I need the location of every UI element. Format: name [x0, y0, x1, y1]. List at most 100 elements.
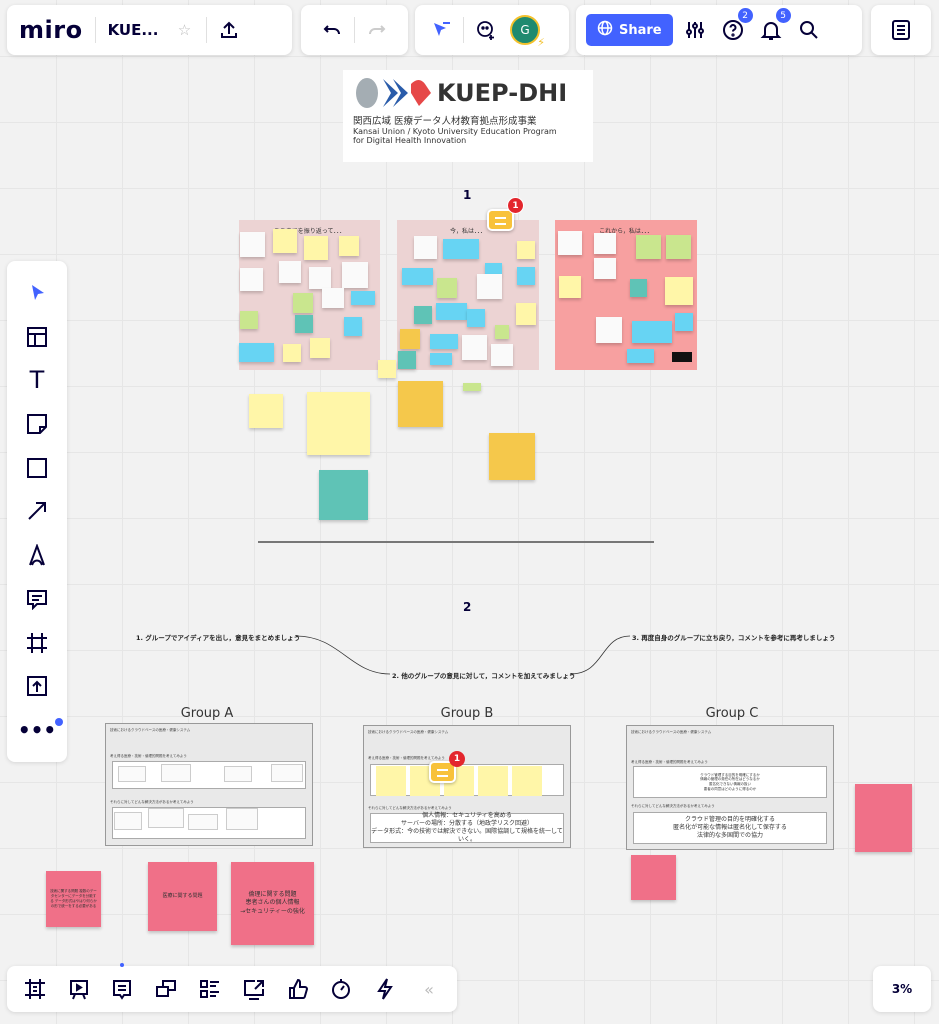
frame-title: これから，私は．．．: [599, 228, 653, 235]
sticky-text: 倫理に関する問題 患者さんの個人情報 →セキュリティーの強化: [240, 890, 305, 915]
pen-icon[interactable]: [21, 539, 53, 571]
notes-panel-button[interactable]: [871, 5, 931, 55]
screen-share-icon[interactable]: [238, 973, 270, 1005]
frame-icon[interactable]: [21, 627, 53, 659]
question-2: それらに対してどんな解決方法があるか考えてみよう: [631, 804, 715, 808]
comment-icon[interactable]: [21, 583, 53, 615]
board-outline-icon[interactable]: [194, 973, 226, 1005]
comments-list-icon[interactable]: [107, 963, 139, 1005]
question-2: それらに対してどんな解決方法があるか考えてみよう: [110, 800, 194, 804]
arrow-connector-icon[interactable]: [21, 495, 53, 527]
comment-count-badge: 1: [449, 751, 465, 767]
question-1: 考え得る医療・技術・倫理的問題を考えてみよう: [631, 760, 708, 764]
comment-bubble[interactable]: 1: [487, 197, 524, 231]
right-controls: Share 2 5: [576, 5, 862, 55]
step-1: 1. グループでアイディアを出し，意見をまとめましょう: [136, 634, 301, 642]
notifications-badge: 5: [775, 8, 791, 23]
answer-line: 匿名化が可能な情報は匿名化して保存する: [673, 823, 787, 831]
document-list-icon: [885, 14, 917, 46]
help-badge: 2: [737, 8, 753, 23]
pink-sticky-medical[interactable]: 医療に関する問題: [148, 862, 217, 931]
section-1-label: 1: [463, 188, 472, 202]
upload-icon[interactable]: [21, 670, 53, 702]
problem-line: 情報の管理の責任の所在はどうなるか: [700, 777, 760, 782]
export-upload-icon[interactable]: [213, 14, 245, 46]
templates-icon[interactable]: [21, 321, 53, 353]
sticky-text: 技術に関する問題 複数のデータセンターにデータを分散する データ形式はやはり何ら…: [50, 889, 97, 908]
group-heading: 技術におけるクラウドベースの医療・健康システム: [110, 728, 191, 732]
board-title[interactable]: KUE...: [107, 21, 159, 39]
pink-sticky-tech[interactable]: 技術に関する問題 複数のデータセンターにデータを分散する データ形式はやはり何ら…: [46, 871, 101, 927]
star-icon[interactable]: ☆: [177, 21, 192, 39]
section-divider: [258, 541, 654, 543]
step-3: 3. 再度自身のグループに立ち戻り，コメントを参考に再考しましょう: [632, 634, 836, 642]
problem-line: 匿名化できない情報の扱い: [709, 782, 751, 786]
comment-count-badge: 1: [507, 197, 524, 214]
frame-title: ここまでを振り返って．．．: [273, 228, 346, 235]
section-2-label: 2: [463, 600, 472, 614]
group-c-board[interactable]: 技術におけるクラウドベースの医療・健康システム 考え得る医療・技術・倫理的問題を…: [626, 725, 834, 850]
group-b-title: Group B: [440, 706, 494, 721]
pink-sticky-stack[interactable]: [855, 784, 912, 852]
logo-brand: KUEP-DHI: [437, 79, 568, 107]
logo-en2: for Digital Health Innovation: [353, 136, 467, 145]
text-tool-icon[interactable]: T: [29, 366, 45, 395]
select-cursor-icon[interactable]: [21, 277, 53, 309]
group-c-title: Group C: [705, 706, 759, 721]
avatar[interactable]: G⚡: [510, 15, 545, 49]
question-1: 考え得る医療・技術・倫理的問題を考えてみよう: [110, 754, 187, 758]
more-tools-icon[interactable]: •••: [18, 714, 63, 746]
zoom-level: 3%: [891, 982, 913, 996]
problem-line: クラウド管理する目的を明確にするか: [700, 772, 760, 777]
lightning-icon: ⚡: [537, 36, 545, 49]
presentation-icon[interactable]: [63, 973, 95, 1005]
left-toolbar: T •••: [7, 261, 67, 762]
help-icon[interactable]: 2: [717, 8, 753, 46]
shape-rectangle-icon[interactable]: [21, 452, 53, 484]
avatar-initial: G: [520, 23, 530, 37]
group-heading: 技術におけるクラウドベースの医療・健康システム: [368, 730, 449, 734]
collapse-chevrons-icon[interactable]: «: [424, 979, 434, 999]
pink-sticky-ethics[interactable]: 倫理に関する問題 患者さんの個人情報 →セキュリティーの強化: [231, 862, 314, 945]
logo-jp: 関西広域 医療データ人材教育拠点形成事業: [353, 116, 537, 127]
share-button[interactable]: Share: [586, 14, 673, 46]
kuep-dhi-logo: KUEP-DHI 関西広域 医療データ人材教育拠点形成事業 Kansai Uni…: [343, 70, 593, 162]
notifications-bell-icon[interactable]: 5: [755, 8, 791, 46]
invite-face-icon[interactable]: [470, 14, 502, 46]
logo-mark-icon: [356, 78, 431, 108]
group-a-title: Group A: [180, 706, 234, 721]
search-icon[interactable]: [793, 14, 825, 46]
cursor-filter-icon[interactable]: [425, 14, 457, 46]
sticky-text: 医療に関する問題: [162, 893, 203, 899]
question-2: それらに対してどんな解決方法があるか考えてみよう: [368, 806, 452, 810]
settings-sliders-icon[interactable]: [679, 14, 711, 46]
step-2: 2. 他のグループの意見に対して，コメントを加えてみましょう: [392, 672, 576, 680]
group-b-comment-bubble[interactable]: 1: [429, 751, 465, 783]
history-controls: [301, 5, 408, 55]
answer-line: 個人情報：セキュリティを高める: [422, 811, 512, 819]
sticky-note-icon[interactable]: [21, 408, 53, 440]
miro-logo[interactable]: miro: [19, 16, 83, 44]
voting-thumbs-up-icon[interactable]: [282, 973, 314, 1005]
frame-title: 今，私は．．．: [449, 228, 486, 235]
answer-line: サーバーの場所：分散する（地政学リスク回避）: [401, 819, 533, 827]
board-header: miro KUE... ☆: [7, 5, 292, 55]
group-heading: 技術におけるクラウドベースの医療・健康システム: [631, 730, 712, 734]
logo-en1: Kansai Union / Kyoto University Educatio…: [353, 127, 557, 136]
collab-controls: G⚡: [415, 5, 569, 55]
share-label: Share: [619, 22, 662, 38]
redo-icon[interactable]: [361, 14, 393, 46]
frames-icon[interactable]: [19, 973, 51, 1005]
answer-line: 法律的な多国間での協力: [696, 832, 763, 840]
group-a-board[interactable]: 技術におけるクラウドベースの医療・健康システム 考え得る医療・技術・倫理的問題を…: [105, 723, 313, 846]
timer-icon[interactable]: [326, 973, 358, 1005]
pink-sticky-c[interactable]: [631, 855, 676, 900]
question-1: 考え得る医療・技術・倫理的問題を考えてみよう: [368, 756, 445, 760]
video-chat-icon[interactable]: [150, 973, 182, 1005]
zoom-level-control[interactable]: 3%: [873, 966, 931, 1012]
problem-line: 患者の同意はどのように得るのか: [703, 786, 757, 791]
lightning-apps-icon[interactable]: [369, 973, 401, 1005]
undo-icon[interactable]: [316, 14, 348, 46]
group-b-board[interactable]: 技術におけるクラウドベースの医療・健康システム 考え得る医療・技術・倫理的問題を…: [363, 725, 571, 848]
